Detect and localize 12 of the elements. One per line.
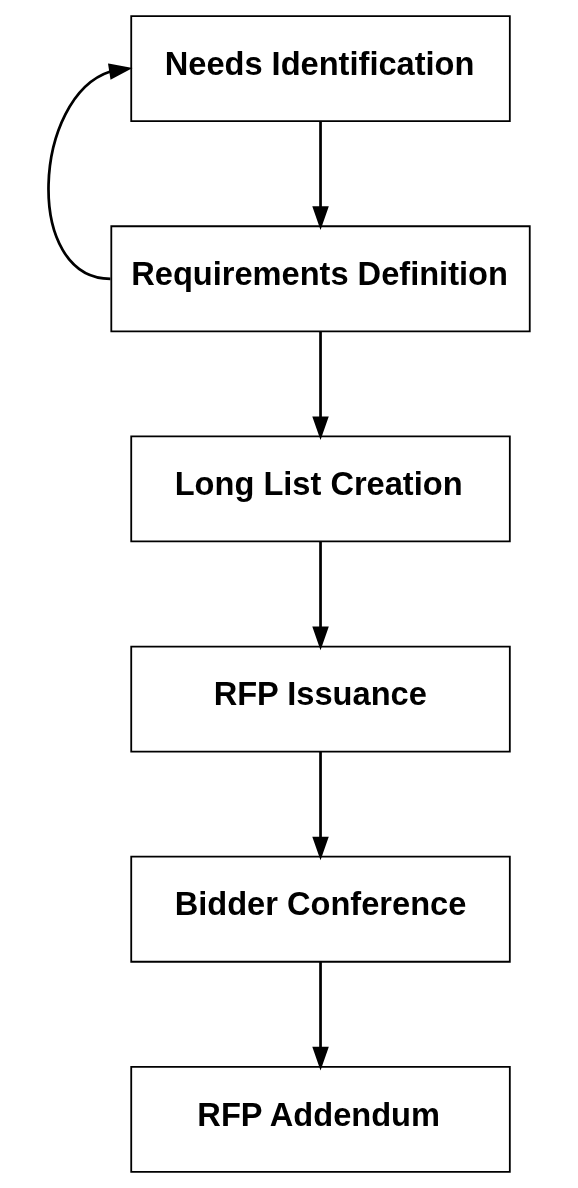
arrow	[312, 331, 329, 441]
arrow	[312, 541, 329, 651]
node-box: Long List Creation	[130, 435, 511, 543]
node-box: Bidder Conference	[130, 855, 511, 963]
arrow	[312, 962, 329, 1071]
node-box: RFP Issuance	[130, 645, 511, 753]
node-box: RFP Addendum	[130, 1065, 511, 1173]
arrow	[47, 63, 133, 281]
arrow	[312, 751, 329, 861]
arrow	[312, 121, 329, 230]
node-box: Requirements Definition	[110, 225, 531, 333]
node-box: Needs Identification	[130, 15, 511, 123]
